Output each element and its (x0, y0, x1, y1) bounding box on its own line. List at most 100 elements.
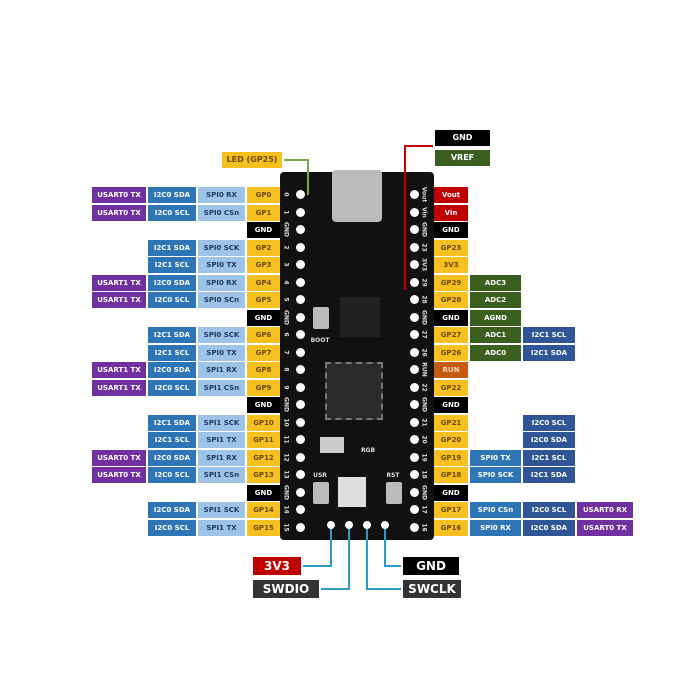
header-pin (296, 435, 305, 444)
i2c-label: I2C0 SCL (148, 204, 196, 221)
silkscreen-label: 18 (420, 470, 428, 479)
spi-label: SPI0 CSn (198, 204, 245, 221)
adc-label: ADC1 (470, 327, 521, 343)
silkscreen-label: 14 (282, 505, 290, 514)
adc-label: AGND (470, 309, 521, 326)
silkscreen-label: 13 (282, 470, 290, 479)
pin-label-gp18: GP18 (434, 467, 468, 483)
header-pin (410, 295, 419, 304)
silkscreen-label: 11 (282, 435, 290, 444)
header-pin (296, 347, 305, 357)
swclk-label: SWCLK (403, 580, 461, 598)
silkscreen-label: 5 (282, 297, 290, 302)
pin-label-gp2: GP2 (247, 239, 280, 256)
spi-label: SPI0 TX (470, 449, 521, 466)
silkscreen-label: GND (282, 222, 290, 237)
vref-label: VREF (435, 150, 490, 166)
pin-label-gp12: GP12 (247, 449, 280, 466)
pin-label-gp4: GP4 (247, 274, 280, 291)
spi-label: SPI1 SCK (198, 502, 245, 518)
header-pin (410, 277, 419, 287)
spi-label: SPI0 RX (198, 274, 245, 291)
header-pin (296, 487, 305, 497)
spi-label: SPI0 RX (198, 187, 245, 203)
spi-label: SPI1 RX (198, 362, 245, 378)
uart-label: USART1 TX (92, 362, 146, 378)
adc-label: ADC2 (470, 292, 521, 308)
silkscreen-label: 28 (420, 295, 428, 304)
i2c-label: I2C0 SDA (523, 432, 575, 448)
pin-label-gp13: GP13 (247, 467, 280, 483)
spi-label: SPI1 SCK (198, 414, 245, 431)
spi-label: SPI0 SCK (198, 239, 245, 256)
pin-label-gnd: GND (247, 222, 280, 238)
i2c-label: I2C0 SDA (148, 274, 196, 291)
usr-label: USR (313, 472, 327, 479)
pin-label-gp27: GP27 (434, 327, 468, 343)
silkscreen-label: 6 (282, 332, 290, 337)
silkscreen-label: 15 (282, 522, 290, 532)
i2c-label: I2C0 SDA (523, 519, 575, 536)
pin-label-gnd: GND (434, 309, 468, 326)
boot-label: BOOT (310, 337, 330, 344)
silkscreen-label: 3 (282, 262, 290, 267)
swdio-label: SWDIO (253, 580, 319, 598)
pin-label-gp17: GP17 (434, 502, 468, 518)
pin-label-gp7: GP7 (247, 344, 280, 361)
led-gp25-label: LED (GP25) (222, 152, 282, 168)
pin-label-gp29: GP29 (434, 274, 468, 291)
pin-label-gp8: GP8 (247, 362, 280, 378)
i2c-label: I2C1 SDA (148, 239, 196, 256)
header-pin (296, 260, 305, 269)
i2c-label: I2C1 SCL (523, 327, 575, 343)
header-pin (296, 330, 305, 339)
header-pin (296, 190, 305, 199)
header-pin (296, 225, 305, 234)
i2c-label: I2C0 SCL (148, 379, 196, 396)
pin-label-gp3: GP3 (247, 257, 280, 273)
pin-label-gnd: GND (247, 309, 280, 326)
debug-3v3-label: 3V3 (253, 557, 301, 575)
pin-label-gp28: GP28 (434, 292, 468, 308)
header-pin (410, 435, 419, 444)
header-pin (296, 417, 305, 427)
i2c-label: I2C0 SDA (148, 502, 196, 518)
i2c-label: I2C0 SCL (148, 467, 196, 483)
i2c-label: I2C0 SDA (148, 362, 196, 378)
silkscreen-label: 16 (420, 522, 428, 532)
rst-button[interactable] (386, 482, 402, 504)
silkscreen-label: 0 (282, 192, 290, 197)
header-pin (410, 330, 419, 339)
header-pin (410, 417, 419, 427)
silkscreen-label: 27 (420, 330, 428, 339)
header-pin (296, 452, 305, 462)
usr-button[interactable] (313, 482, 329, 504)
usb-c-connector (332, 170, 382, 222)
uart-label: USART0 TX (92, 204, 146, 221)
header-pin (296, 277, 305, 287)
boot-button[interactable] (313, 307, 329, 329)
header-pin (410, 347, 419, 357)
flash-chip (340, 297, 380, 337)
pin-label-gp22: GP22 (434, 379, 468, 396)
spi-label: SPI1 CSn (198, 467, 245, 483)
silkscreen-label: GND (420, 397, 428, 412)
pin-label-gp10: GP10 (247, 414, 280, 431)
spi-label: SPI1 CSn (198, 379, 245, 396)
pin-label-gnd: GND (247, 484, 280, 501)
header-pin (410, 522, 419, 532)
spi-label: SPI0 SCK (470, 467, 521, 483)
uart-label: USART1 TX (92, 274, 146, 291)
uart-label: USART0 TX (92, 449, 146, 466)
spi-label: SPI0 SCK (198, 327, 245, 343)
header-pin (296, 400, 305, 409)
spi-label: SPI0 SCn (198, 292, 245, 308)
pin-label-gp0: GP0 (247, 187, 280, 203)
silkscreen-label: GND (282, 397, 290, 412)
pin-label-gp9: GP9 (247, 379, 280, 396)
uart-label: USART0 TX (92, 187, 146, 203)
header-pin (296, 207, 305, 217)
silkscreen-label: 8 (282, 367, 290, 372)
pin-label-gp23: GP23 (434, 239, 468, 256)
